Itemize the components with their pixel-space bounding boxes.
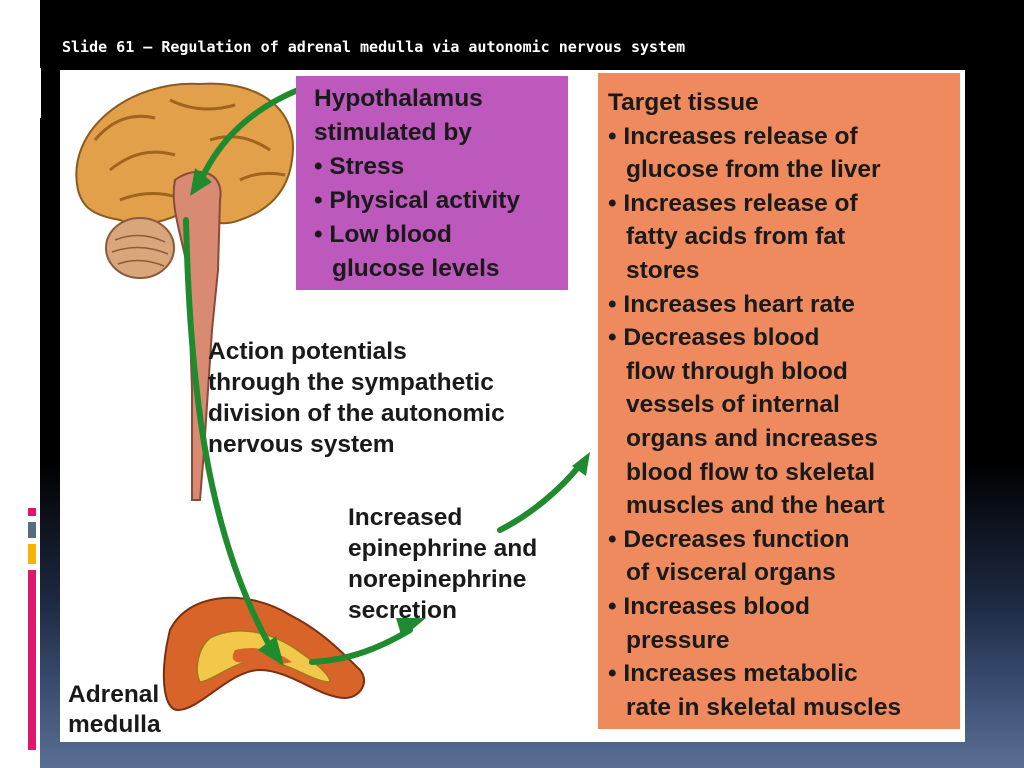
target-bullet-3-line-1: • Increases heart rate — [608, 290, 855, 318]
adrenal-medulla-illustration — [162, 596, 365, 712]
action-label-line-3: division of the autonomic — [208, 400, 505, 427]
secretion-label-line-3: norepinephrine — [348, 566, 527, 593]
secretion-label-line-1: Increased — [348, 504, 463, 531]
hypothalamus-bullet-physical-activity: • Physical activity — [314, 187, 521, 214]
secretion-label-line-2: epinephrine and — [348, 535, 538, 562]
slide-title: Slide 61 – Regulation of adrenal medulla… — [62, 38, 686, 56]
target-bullet-2-line-3: stores — [626, 256, 700, 284]
title-decoration — [21, 46, 45, 118]
accent-bars — [28, 508, 38, 758]
target-tissue-heading: Target tissue — [608, 89, 759, 116]
target-bullet-1-line-2: glucose from the liver — [626, 156, 881, 184]
target-bullet-2-line-2: fatty acids from fat — [626, 223, 846, 251]
target-bullet-6-line-1: • Increases blood — [608, 592, 810, 620]
adrenal-label-line-2: medulla — [68, 711, 161, 738]
adrenal-medulla-label: Adrenal medulla — [68, 680, 161, 740]
target-bullet-2-line-1: • Increases release of — [608, 189, 858, 217]
target-bullet-5-line-1: • Decreases function — [608, 525, 850, 553]
target-bullet-6-line-2: pressure — [626, 626, 730, 654]
hypothalamus-box: Hypothalamus stimulated by • Stress • Ph… — [296, 76, 568, 290]
target-bullet-5-line-2: of visceral organs — [626, 559, 836, 587]
adrenal-label-line-1: Adrenal — [68, 681, 160, 708]
target-bullet-7-line-1: • Increases metabolic — [608, 660, 858, 688]
arrowheads — [190, 168, 590, 666]
hypothalamus-bullet-low-glucose-line-2: glucose levels — [332, 255, 500, 282]
action-label-line-4: nervous system — [208, 431, 395, 458]
figure-panel: Hypothalamus stimulated by • Stress • Ph… — [60, 70, 965, 742]
target-bullet-4-line-6: muscles and the heart — [626, 492, 885, 520]
target-tissue-box: Target tissue • Increases release of glu… — [598, 73, 960, 729]
secretion-label: Increased epinephrine and norepinephrine… — [348, 502, 537, 626]
hypothalamus-bullet-stress: • Stress — [314, 153, 405, 180]
action-label-line-2: through the sympathetic — [208, 369, 494, 396]
target-bullet-4-line-3: vessels of internal — [626, 391, 840, 419]
target-bullet-4-line-2: flow through blood — [626, 357, 848, 385]
target-bullet-1-line-1: • Increases release of — [608, 122, 858, 150]
hypothalamus-bullet-low-glucose: • Low blood — [314, 221, 452, 248]
hypothalamus-title-line-1: Hypothalamus — [314, 85, 483, 112]
secretion-label-line-4: secretion — [348, 597, 457, 624]
target-bullet-4-line-4: organs and increases — [626, 424, 878, 452]
target-bullet-7-line-2: rate in skeletal muscles — [626, 693, 902, 721]
hypothalamus-title-line-2: stimulated by — [314, 119, 472, 146]
action-label-line-1: Action potentials — [208, 338, 407, 365]
action-potentials-label: Action potentials through the sympatheti… — [208, 336, 505, 460]
target-bullet-4-line-5: blood flow to skeletal — [626, 458, 876, 486]
figure-illustration — [75, 82, 590, 712]
target-bullet-4-line-1: • Decreases blood — [608, 324, 820, 352]
curved-green-arrow — [183, 87, 583, 665]
